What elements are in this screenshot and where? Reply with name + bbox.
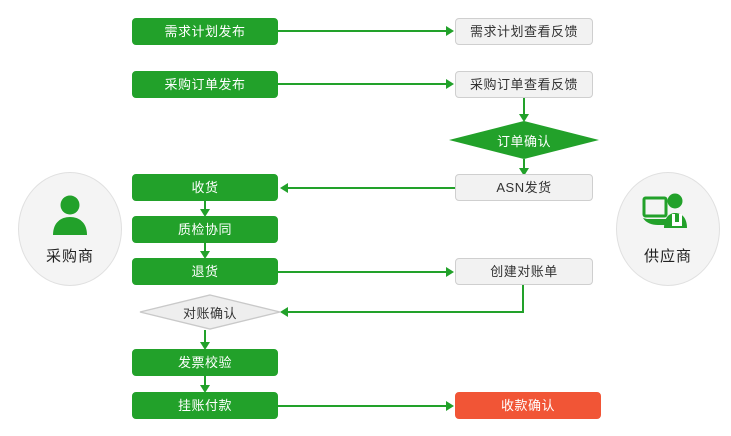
edge-confirm-to-invoice-line	[204, 330, 206, 344]
person-at-computer-icon	[642, 192, 694, 243]
edge-return-to-statement-line	[278, 271, 446, 273]
edge-statement-to-confirm-arrow	[280, 307, 288, 317]
node-label: 挂账付款	[177, 398, 232, 413]
edge-confirm-to-asn-arrow	[519, 168, 529, 176]
node-label: 发票校验	[177, 355, 232, 370]
edge-asn-to-receive-arrow	[280, 183, 288, 193]
node-label: ASN发货	[496, 180, 552, 195]
node-label: 对账确认	[182, 305, 237, 321]
node-order-confirm[interactable]: 订单确认	[449, 121, 599, 159]
edge-po-to-confirm-line	[523, 98, 525, 115]
edge-receive-to-qc-line	[204, 201, 206, 211]
node-po-publish[interactable]: 采购订单发布	[132, 71, 278, 98]
node-label: 采购订单查看反馈	[469, 77, 578, 92]
person-icon	[47, 192, 93, 243]
node-label: 收款确认	[500, 398, 555, 413]
node-asn-ship[interactable]: ASN发货	[455, 174, 593, 201]
node-statement-confirm[interactable]: 对账确认	[139, 294, 281, 330]
edge-po-arrow	[446, 79, 454, 89]
edge-qc-to-return-arrow	[200, 251, 210, 259]
edge-invoice-to-payment-line	[204, 376, 206, 387]
edge-receive-to-qc-arrow	[200, 209, 210, 217]
actor-buyer-label: 采购商	[45, 248, 94, 265]
edge-demand-plan-arrow	[446, 26, 454, 36]
node-create-statement[interactable]: 创建对账单	[455, 258, 593, 285]
edge-demand-plan-line	[278, 30, 446, 32]
edge-payment-line	[278, 405, 446, 407]
node-label: 订单确认	[496, 133, 551, 149]
edge-asn-to-receive-line	[288, 187, 455, 189]
edge-po-line	[278, 83, 446, 85]
node-label: 质检协同	[177, 222, 232, 237]
diamond-shape	[449, 121, 599, 159]
node-invoice-verify[interactable]: 发票校验	[132, 349, 278, 376]
edge-invoice-to-payment-arrow	[200, 385, 210, 393]
node-demand-plan-publish[interactable]: 需求计划发布	[132, 18, 278, 45]
edge-confirm-to-asn-line	[523, 159, 525, 170]
diamond-shape	[139, 294, 281, 330]
node-label: 采购订单发布	[164, 77, 246, 92]
node-receive-goods[interactable]: 收货	[132, 174, 278, 201]
node-accrual-payment[interactable]: 挂账付款	[132, 392, 278, 419]
node-label: 退货	[191, 264, 219, 279]
node-return-goods[interactable]: 退货	[132, 258, 278, 285]
edge-payment-arrow	[446, 401, 454, 411]
node-quality-collab[interactable]: 质检协同	[132, 216, 278, 243]
node-label: 创建对账单	[490, 264, 558, 279]
actor-supplier[interactable]: 供应商	[616, 172, 720, 286]
actor-supplier-label: 供应商	[643, 248, 692, 265]
edge-qc-to-return-line	[204, 243, 206, 253]
node-label: 需求计划查看反馈	[469, 24, 578, 39]
edge-confirm-to-invoice-arrow	[200, 342, 210, 350]
node-payment-confirm[interactable]: 收款确认	[455, 392, 601, 419]
actor-buyer[interactable]: 采购商	[18, 172, 122, 286]
node-label: 需求计划发布	[164, 24, 246, 39]
edge-statement-down-line	[522, 285, 524, 313]
edge-statement-left-line	[288, 311, 524, 313]
edge-po-to-confirm-arrow	[519, 114, 529, 122]
node-label: 收货	[191, 180, 219, 195]
node-demand-plan-feedback[interactable]: 需求计划查看反馈	[455, 18, 593, 45]
edge-return-to-statement-arrow	[446, 267, 454, 277]
node-po-feedback[interactable]: 采购订单查看反馈	[455, 71, 593, 98]
